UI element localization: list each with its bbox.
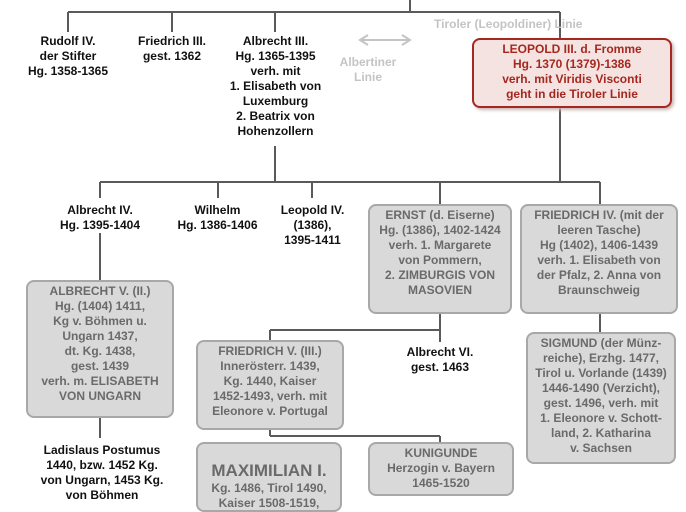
person-friedrich-iv: FRIEDRICH IV. (mit der leeren Tasche) Hg… (520, 204, 678, 314)
person-maximilian-i: MAXIMILIAN I.Kg. 1486, Tirol 1490, Kaise… (196, 442, 342, 512)
person-sigmund: SIGMUND (der Münz- reiche), Erzhg. 1477,… (526, 332, 676, 464)
person-albrecht-vi: Albrecht VI. gest. 1463 (406, 345, 474, 374)
person-ernst: ERNST (d. Eiserne) Hg. (1386), 1402-1424… (368, 204, 512, 314)
person-ladislaus-postumus: Ladislaus Postumus 1440, bzw. 1452 Kg. v… (40, 443, 164, 502)
person-leopold-iv: Leopold IV. (1386), 1395-1411 (280, 203, 345, 247)
person-albrecht-iii: Albrecht III. Hg. 1365-1395 verh. mit 1.… (229, 34, 322, 138)
person-albrecht-v: ALBRECHT V. (II.) Hg. (1404) 1411, Kg v.… (26, 280, 174, 418)
person-rudolf-iv: Rudolf IV. der Stifter Hg. 1358-1365 (27, 34, 109, 78)
double-arrow-icon (358, 34, 412, 46)
person-kunigunde: KUNIGUNDE Herzogin v. Bayern 1465-1520 (368, 442, 514, 496)
albertiner-linie-label: Albertiner Linie (339, 55, 397, 84)
person-friedrich-iii: Friedrich III. gest. 1362 (137, 34, 206, 63)
connector-lines (67, 0, 601, 442)
tiroler-linie-label: Tiroler (Leopoldiner) Linie (434, 17, 583, 31)
person-leopold-iii: LEOPOLD III. d. Fromme Hg. 1370 (1379)-1… (472, 38, 672, 108)
person-albrecht-iv: Albrecht IV. Hg. 1395-1404 (59, 203, 141, 232)
person-friedrich-v: FRIEDRICH V. (III.) Innerösterr. 1439, K… (196, 340, 344, 430)
maximilian-title: MAXIMILIAN I. (211, 461, 327, 480)
person-wilhelm: Wilhelm Hg. 1386-1406 (177, 203, 258, 232)
maximilian-details: Kg. 1486, Tirol 1490, Kaiser 1508-1519, (211, 481, 327, 510)
